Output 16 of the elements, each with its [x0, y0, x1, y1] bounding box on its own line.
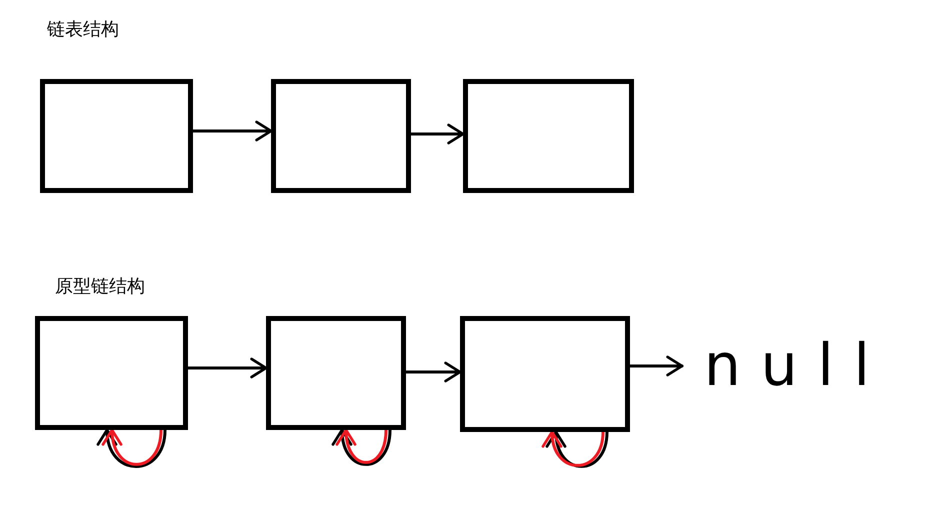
section-heading: 原型链结构: [55, 276, 145, 298]
node-box: [460, 316, 630, 432]
node-box: [40, 79, 193, 193]
arrow: [410, 124, 464, 144]
arrow: [192, 120, 272, 142]
arrow: [628, 356, 684, 376]
end-text: null: [682, 330, 890, 400]
node-box: [35, 316, 188, 430]
arrow: [404, 362, 462, 382]
node-box: [463, 79, 634, 193]
arrow: [186, 358, 268, 378]
loop-arrow: [103, 428, 162, 466]
section-heading: 链表结构: [47, 19, 119, 41]
node-box: [271, 79, 411, 193]
loop-arrow: [98, 428, 166, 468]
node-box: [266, 316, 406, 430]
